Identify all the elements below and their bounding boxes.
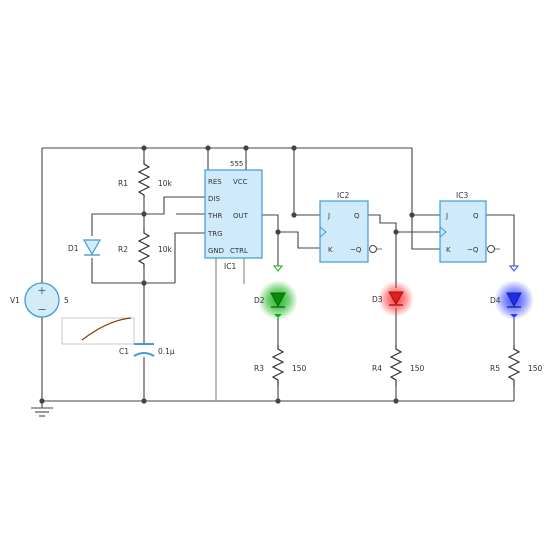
diode-d1[interactable]: D1 bbox=[68, 239, 102, 256]
charge-curve bbox=[81, 317, 132, 341]
d4-name-label: D4 bbox=[490, 296, 501, 305]
led-d2-green[interactable]: D2 bbox=[254, 265, 298, 320]
r3-name-label: R3 bbox=[254, 364, 264, 373]
ic1-555-timer[interactable]: 555 RES VCC DIS THR OUT TRG GND CTRL IC1 bbox=[204, 160, 263, 271]
r5-name-label: R5 bbox=[490, 364, 500, 373]
d3-name-label: D3 bbox=[372, 295, 383, 304]
ic2-pin-nq: ~Q bbox=[350, 246, 362, 254]
capacitor-c1[interactable]: C1 0.1µ bbox=[119, 343, 175, 357]
voltage-source-v1[interactable]: + − V1 5 bbox=[10, 282, 69, 318]
ic3-invert-bubble-icon bbox=[487, 245, 495, 253]
plus-icon: + bbox=[37, 284, 46, 297]
led-d3-red[interactable]: D3 bbox=[372, 281, 414, 317]
ic2-clock-icon bbox=[319, 226, 327, 238]
ic3-body bbox=[439, 200, 487, 263]
r4-value-label: 150 bbox=[410, 364, 425, 373]
r1-value-label: 10k bbox=[158, 179, 173, 188]
ic2-pin-q: Q bbox=[354, 212, 360, 220]
minus-icon: − bbox=[37, 303, 46, 316]
scope-trace-probe[interactable] bbox=[61, 317, 135, 345]
ic3-pin-nq: ~Q bbox=[467, 246, 479, 254]
junctions bbox=[39, 145, 415, 404]
resistor-r3[interactable]: R3 150 bbox=[254, 345, 307, 386]
ground-symbol[interactable] bbox=[31, 407, 53, 417]
ic1-name-label: IC1 bbox=[224, 262, 236, 271]
ic3-pin-k: K bbox=[446, 246, 451, 254]
ic2-pin-j: J bbox=[327, 212, 330, 220]
resistor-r1[interactable]: R1 10k bbox=[118, 160, 173, 197]
c1-name-label: C1 bbox=[119, 347, 129, 356]
ic1-pin-dis: DIS bbox=[208, 195, 220, 203]
ic1-pin-thr: THR bbox=[207, 212, 223, 220]
ic3-jk-flipflop[interactable]: IC3 J Q K ~Q bbox=[439, 191, 495, 263]
ic1-pin-vcc: VCC bbox=[233, 178, 248, 186]
r3-value-label: 150 bbox=[292, 364, 307, 373]
led-d4-blue[interactable]: D4 bbox=[490, 265, 534, 320]
d1-name-label: D1 bbox=[68, 244, 79, 253]
ic1-pin-res: RES bbox=[208, 178, 222, 186]
source-name-label: V1 bbox=[10, 296, 20, 305]
c1-value-label: 0.1µ bbox=[158, 347, 175, 356]
ic3-pin-q: Q bbox=[473, 212, 479, 220]
ic3-clock-icon bbox=[439, 226, 447, 238]
ic3-name-label: IC3 bbox=[456, 191, 468, 200]
ic1-title: 555 bbox=[230, 160, 243, 168]
source-value-label: 5 bbox=[64, 296, 69, 305]
ic2-name-label: IC2 bbox=[337, 191, 349, 200]
r4-name-label: R4 bbox=[372, 364, 382, 373]
ic2-body bbox=[319, 200, 369, 263]
resistor-r4[interactable]: R4 150 bbox=[372, 345, 425, 386]
ic2-jk-flipflop[interactable]: IC2 J Q K ~Q bbox=[319, 191, 377, 263]
d2-name-label: D2 bbox=[254, 296, 265, 305]
wires bbox=[41, 147, 515, 408]
r2-value-label: 10k bbox=[158, 245, 173, 254]
r1-name-label: R1 bbox=[118, 179, 128, 188]
ic1-pin-out: OUT bbox=[233, 212, 249, 220]
ic2-invert-bubble-icon bbox=[369, 245, 377, 253]
r5-value-label: 150 bbox=[528, 364, 543, 373]
ic2-pin-k: K bbox=[328, 246, 333, 254]
ic1-pin-trg: TRG bbox=[207, 230, 223, 238]
r2-name-label: R2 bbox=[118, 245, 128, 254]
resistor-r5[interactable]: R5 150 bbox=[490, 345, 543, 386]
ic3-pin-j: J bbox=[445, 212, 448, 220]
ic1-pin-gnd: GND bbox=[208, 247, 224, 255]
resistor-r2[interactable]: R2 10k bbox=[118, 229, 173, 268]
ic1-body bbox=[204, 169, 263, 259]
ic1-pin-ctrl: CTRL bbox=[230, 247, 248, 255]
